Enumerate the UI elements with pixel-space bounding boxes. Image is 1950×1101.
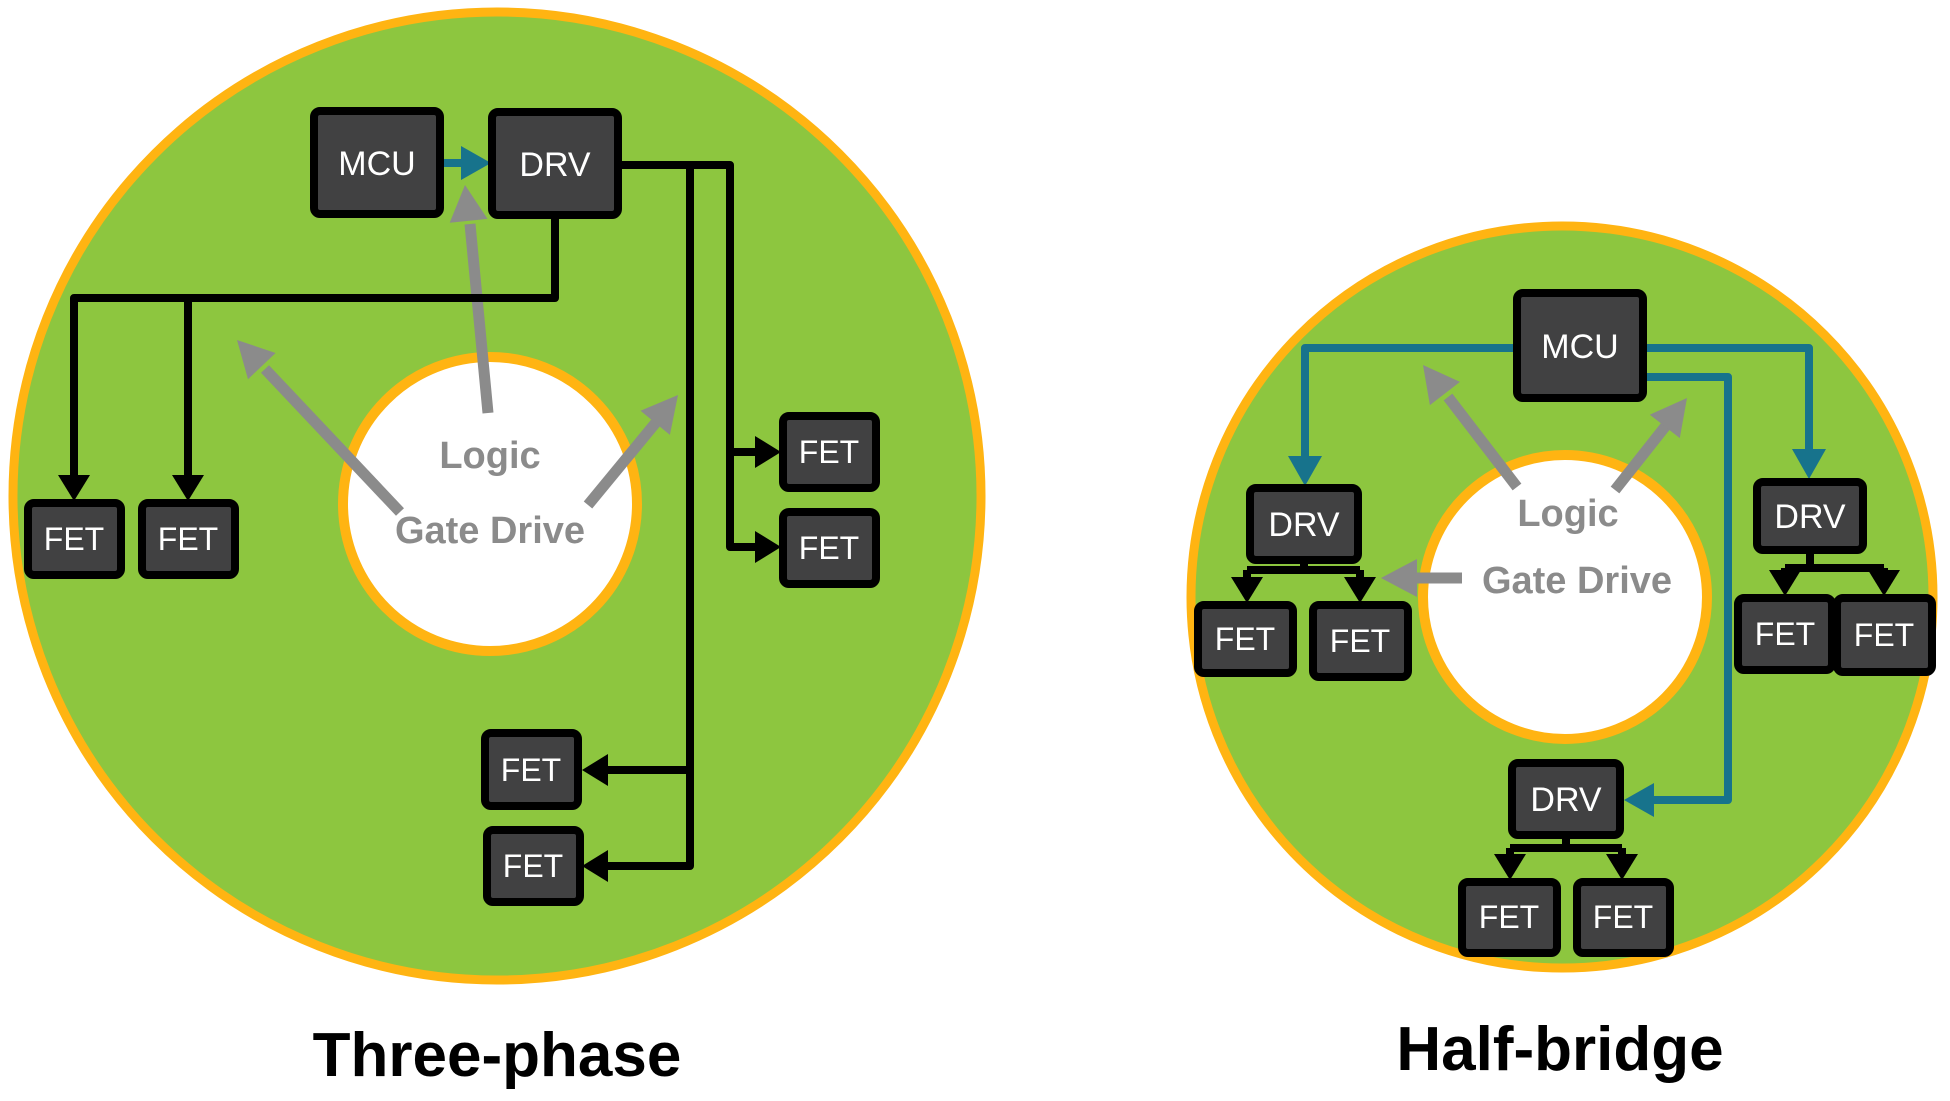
fet-label: FET [1330,623,1390,659]
logic-arrow-upright [1610,419,1673,494]
fet-label: FET [1755,616,1815,652]
three-phase-hub-circle [338,352,642,656]
half-bridge-hub-circle [1418,450,1712,744]
mcu-to-left-drv-signal [1301,344,1517,460]
fet-label: FET [1215,621,1275,657]
three-phase-caption: Three-phase [313,1021,682,1090]
logic-arrow-upleft [1443,393,1522,491]
fet-label: FET [503,848,563,884]
fet-node [1734,594,1836,674]
arrowhead-icon [1606,854,1638,880]
arrowhead-icon [1494,854,1526,880]
drv-label: DRV [519,146,590,184]
arrowhead-icon [58,475,90,501]
hub-logic-label: Logic [439,435,540,477]
hub-gate-drive-label: Gate Drive [395,510,585,552]
fet-label: FET [158,521,218,557]
arrowhead-icon [1624,783,1654,817]
fet-node [1573,878,1674,957]
mcu-label: MCU [338,145,415,183]
hub-logic-label: Logic [1517,493,1618,535]
arrowhead-icon [1381,559,1417,597]
right-drv-splitter [1781,550,1888,574]
fet-node [1194,601,1297,677]
arrowhead-icon [237,340,276,380]
fet-node [138,499,239,579]
drv-to-left-fets-wire [70,215,559,477]
arrowhead-icon [1649,398,1687,439]
drv-node [1508,759,1624,839]
mcu-to-bottom-drv-signal [1643,373,1732,804]
arrowhead-icon [1769,570,1801,596]
fet-node [1833,594,1936,676]
fet-label: FET [799,434,859,470]
arrowhead-icon [640,395,678,435]
fet-label: FET [1479,899,1539,935]
mcu-label: MCU [1541,328,1618,366]
logic-arrow-up [464,223,494,414]
arrowhead-icon [1231,577,1263,603]
fet-node [481,729,582,810]
arrowhead-icon [755,531,781,563]
hub-gate-drive-label: Gate Drive [1482,560,1672,602]
fet-label: FET [501,752,561,788]
drv-label: DRV [1268,506,1339,544]
arrowhead-icon [461,146,491,180]
drv-to-right-fets-wire [618,161,759,551]
fet-node [24,499,125,579]
drv-label: DRV [1530,781,1601,819]
fet-node [779,412,880,492]
fet-label: FET [1593,899,1653,935]
fet-label: FET [1854,617,1914,653]
arrowhead-icon [1344,577,1376,603]
mcu-node [1513,289,1647,402]
mcu-node [310,107,444,218]
fet-node [1458,878,1561,957]
left-drv-splitter [1243,560,1364,581]
drv-node [1246,484,1362,564]
fet-label: FET [799,530,859,566]
arrowhead-icon [449,185,488,223]
arrowhead-icon [582,850,608,882]
fet-node [1309,601,1412,681]
half-bridge-caption: Half-bridge [1396,1015,1723,1084]
mcu-to-right-drv-signal [1643,344,1813,453]
fet-label: FET [44,521,104,557]
gate-drive-arrow-left [261,365,404,516]
arrowhead-icon [172,475,204,501]
drv-node [1753,478,1867,554]
arrowhead-icon [1288,456,1322,486]
drv-node [488,108,622,219]
arrowhead-icon [1868,570,1900,596]
arrowhead-icon [1423,365,1460,406]
drv-to-bottom-fets-wire [606,165,694,870]
arrowhead-icon [582,754,608,786]
three-phase-diagram: MCU DRV FET FET FET FET FET FET Logic Ga… [8,7,986,1090]
fet-node [779,508,880,588]
gate-drive-arrow-right [583,416,663,509]
fet-node [483,826,584,906]
half-bridge-diagram: MCU DRV DRV DRV FET FET FET FET FET FET … [1186,221,1938,1084]
arrowhead-icon [755,436,781,468]
bottom-drv-splitter [1506,835,1626,858]
drv-label: DRV [1774,498,1845,536]
arrowhead-icon [1792,449,1826,479]
